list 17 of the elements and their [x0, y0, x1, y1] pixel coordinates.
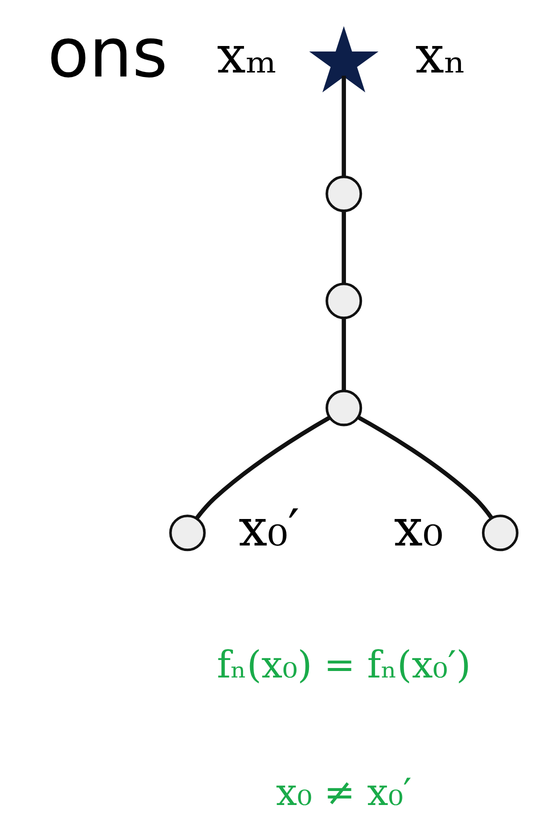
- connector: [195, 416, 330, 520]
- connector: [342, 318, 346, 391]
- node-circle: [326, 282, 362, 320]
- node-label: x₀: [394, 500, 444, 559]
- node-circle: [169, 514, 206, 552]
- label: fₙ(x₀) = fₙ(x₀′): [216, 642, 471, 687]
- node-label: x₀′: [238, 500, 300, 559]
- node-circle: [326, 390, 362, 426]
- node-label: xₙ: [415, 26, 466, 86]
- connector: [358, 416, 494, 520]
- label: x₀ ≠ x₀′: [276, 770, 412, 814]
- node-circle: [482, 514, 518, 552]
- node-circle: [326, 176, 362, 212]
- node-star: [309, 26, 378, 92]
- node-label: xₘ: [216, 26, 277, 86]
- connector: [342, 210, 346, 284]
- label: ons: [48, 14, 168, 94]
